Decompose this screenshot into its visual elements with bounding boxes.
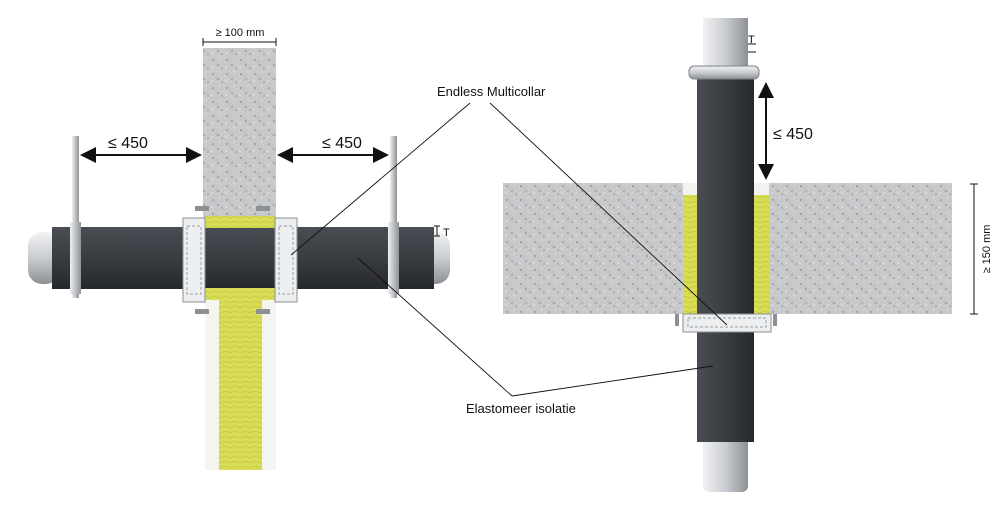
hanger-rod-right bbox=[390, 136, 397, 298]
callout-insulation-label: Elastomeer isolatie bbox=[466, 401, 576, 416]
wall-detail: ≥ 100 mm ≤ 450 ≤ 450 T bbox=[28, 27, 450, 470]
pipe-bottom-end bbox=[703, 430, 748, 492]
insulation-thickness-right-label: T bbox=[748, 34, 755, 46]
wall-thickness-label: ≥ 100 mm bbox=[216, 27, 265, 39]
floor-detail: ≤ 450 T ≥ 150 mm bbox=[503, 18, 993, 492]
multicollar-right-side bbox=[274, 217, 298, 303]
clamp-distance-right-label: ≤ 450 bbox=[322, 135, 362, 152]
callout-collar-label: Endless Multicollar bbox=[437, 84, 546, 99]
elastomeric-insulation-vertical bbox=[697, 70, 754, 442]
concrete-wall bbox=[203, 48, 276, 218]
callouts: Endless Multicollar Elastomeer isolatie bbox=[290, 84, 728, 416]
concrete-floor bbox=[503, 183, 685, 314]
elastomeric-insulation-horizontal bbox=[52, 227, 434, 289]
multicollar-left-side bbox=[182, 217, 206, 303]
insulation-thickness-left-label: T bbox=[443, 227, 450, 239]
clamp-distance-vertical-label: ≤ 450 bbox=[773, 126, 813, 143]
mineral-wool-infill bbox=[219, 300, 262, 470]
hanger-rod-left bbox=[72, 136, 79, 298]
multicollar-floor bbox=[682, 313, 772, 333]
clamp-distance-left-label: ≤ 450 bbox=[108, 135, 148, 152]
pipe-clamp-top bbox=[688, 65, 760, 80]
mineral-wool-floor bbox=[683, 195, 699, 314]
floor-thickness-label: ≥ 150 mm bbox=[981, 225, 993, 274]
concrete-floor-right bbox=[767, 183, 952, 314]
